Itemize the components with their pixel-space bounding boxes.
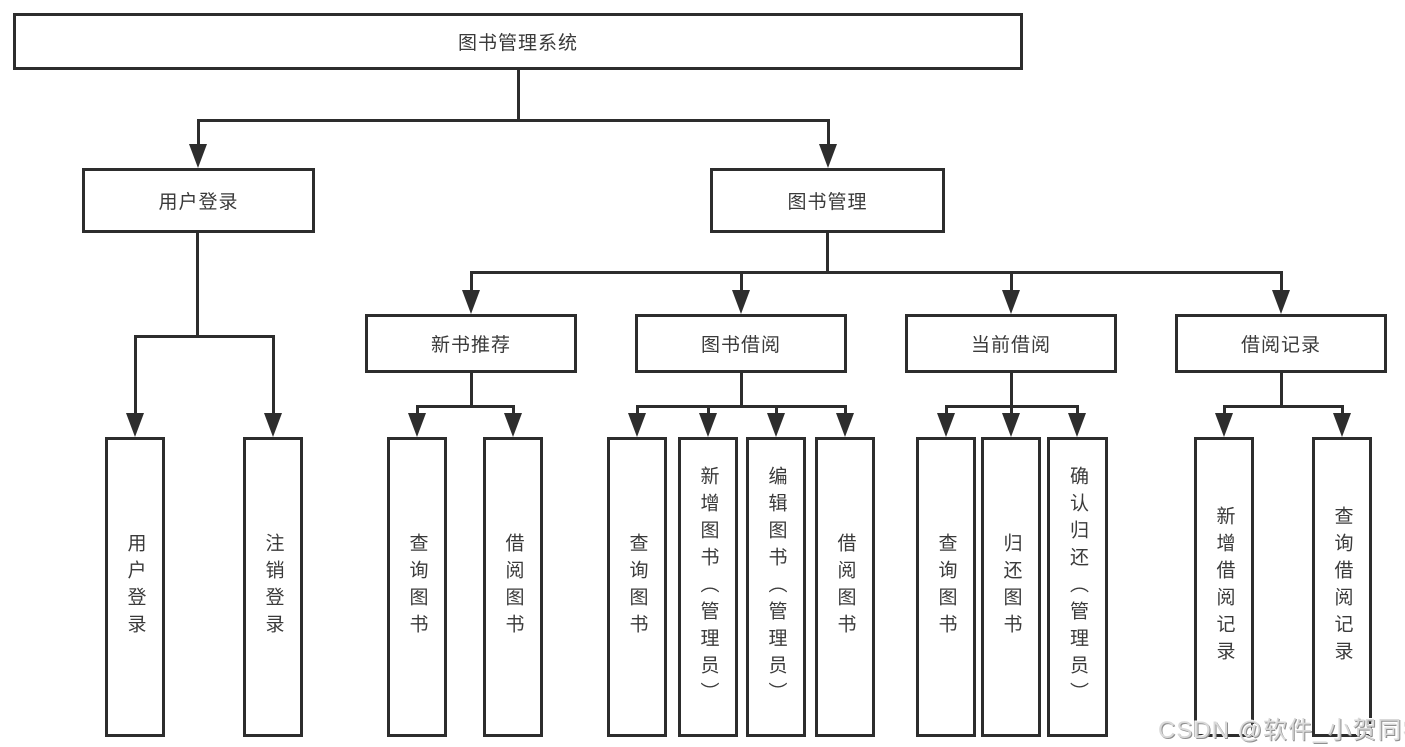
connector-vline: [1280, 373, 1283, 408]
node-label: 新书推荐: [430, 335, 511, 356]
arrow-stem: [1280, 271, 1283, 293]
leaf-label: 注销登录: [262, 533, 284, 641]
connector-vline: [740, 373, 743, 408]
leaf-label: 新增图书（管理员）: [697, 465, 719, 709]
arrowhead-down-icon: [836, 413, 854, 437]
leaf-label: 查询图书: [406, 533, 428, 641]
connector-hline: [197, 119, 830, 122]
connector-hline: [636, 405, 846, 408]
leaf-label: 确认归还（管理员）: [1067, 465, 1088, 709]
arrowhead-down-icon: [628, 413, 646, 437]
arrowhead-down-icon: [819, 144, 837, 168]
arrowhead-down-icon: [1002, 290, 1020, 314]
arrowhead-down-icon: [1272, 290, 1290, 314]
arrowhead-down-icon: [1002, 413, 1020, 437]
connector-vline: [517, 69, 520, 122]
arrow-stem: [416, 405, 419, 417]
leaf-label: 新增借阅记录: [1213, 506, 1235, 668]
node-book-management: 图书管理: [710, 168, 945, 233]
arrowhead-down-icon: [408, 413, 426, 437]
leaf-label: 查询借阅记录: [1331, 506, 1353, 668]
leaf-label: 借阅图书: [502, 533, 524, 641]
arrowhead-down-icon: [1068, 413, 1086, 437]
leaf-edit-books-admin: 编辑图书（管理员）: [746, 437, 806, 737]
arrow-stem: [827, 119, 830, 149]
arrow-stem: [844, 405, 847, 417]
leaf-label: 用户登录: [124, 533, 146, 641]
arrow-stem: [740, 271, 743, 293]
leaf-logout: 注销登录: [243, 437, 303, 737]
leaf-borrow-books: 借阅图书: [815, 437, 875, 737]
arrowhead-down-icon: [1333, 413, 1351, 437]
arrowhead-down-icon: [767, 413, 785, 437]
connector-hline: [416, 405, 515, 408]
csdn-watermark: CSDN @软件_小贺同学: [1158, 717, 1405, 744]
node-label: 用户登录: [158, 192, 239, 213]
arrowhead-down-icon: [937, 413, 955, 437]
leaf-user-login: 用户登录: [105, 437, 165, 737]
leaf-query-books: 查询图书: [916, 437, 976, 737]
arrow-stem: [1076, 405, 1079, 417]
node-new-book-recommend: 新书推荐: [365, 314, 577, 373]
arrowhead-down-icon: [264, 413, 282, 437]
leaf-query-books: 查询图书: [387, 437, 447, 737]
arrow-stem: [945, 405, 948, 417]
leaf-label: 查询图书: [935, 533, 957, 641]
node-label: 图书管理: [787, 192, 868, 213]
node-label: 当前借阅: [970, 335, 1051, 356]
arrowhead-down-icon: [462, 290, 480, 314]
arrow-stem: [134, 335, 137, 415]
connector-vline: [826, 233, 829, 274]
leaf-return-books: 归还图书: [981, 437, 1041, 737]
leaf-label: 归还图书: [1000, 533, 1022, 641]
connector-vline: [196, 233, 199, 338]
arrow-stem: [636, 405, 639, 417]
arrowhead-down-icon: [699, 413, 717, 437]
arrow-stem: [1010, 271, 1013, 293]
connector-hline: [1223, 405, 1343, 408]
arrow-stem: [512, 405, 515, 417]
node-label: 图书管理系统: [457, 33, 578, 54]
connector-hline: [134, 335, 275, 338]
arrow-stem: [707, 405, 710, 417]
arrow-stem: [1223, 405, 1226, 417]
leaf-label: 编辑图书（管理员）: [765, 465, 787, 709]
arrow-stem: [1341, 405, 1344, 417]
arrow-stem: [775, 405, 778, 417]
connector-vline: [1010, 373, 1013, 408]
connector-hline: [470, 271, 1282, 274]
node-label: 借阅记录: [1240, 335, 1321, 356]
leaf-label: 借阅图书: [834, 533, 856, 641]
leaf-query-borrow-record: 查询借阅记录: [1312, 437, 1372, 737]
node-label: 图书借阅: [700, 335, 781, 356]
arrow-stem: [470, 271, 473, 293]
arrowhead-down-icon: [1215, 413, 1233, 437]
arrowhead-down-icon: [732, 290, 750, 314]
leaf-borrow-books: 借阅图书: [483, 437, 543, 737]
arrowhead-down-icon: [189, 144, 207, 168]
leaf-add-books-admin: 新增图书（管理员）: [678, 437, 738, 737]
leaf-add-borrow-record: 新增借阅记录: [1194, 437, 1254, 737]
node-current-borrowing: 当前借阅: [905, 314, 1117, 373]
connector-vline: [470, 373, 473, 408]
arrow-stem: [1010, 405, 1013, 417]
node-library-management-system: 图书管理系统: [13, 13, 1023, 70]
leaf-query-books: 查询图书: [607, 437, 667, 737]
leaf-confirm-return-admin: 确认归还（管理员）: [1047, 437, 1108, 737]
arrowhead-down-icon: [126, 413, 144, 437]
leaf-label: 查询图书: [626, 533, 648, 641]
node-book-borrowing: 图书借阅: [635, 314, 847, 373]
arrow-stem: [272, 335, 275, 415]
node-borrow-records: 借阅记录: [1175, 314, 1387, 373]
arrowhead-down-icon: [504, 413, 522, 437]
node-user-login: 用户登录: [82, 168, 315, 233]
arrow-stem: [197, 119, 200, 149]
